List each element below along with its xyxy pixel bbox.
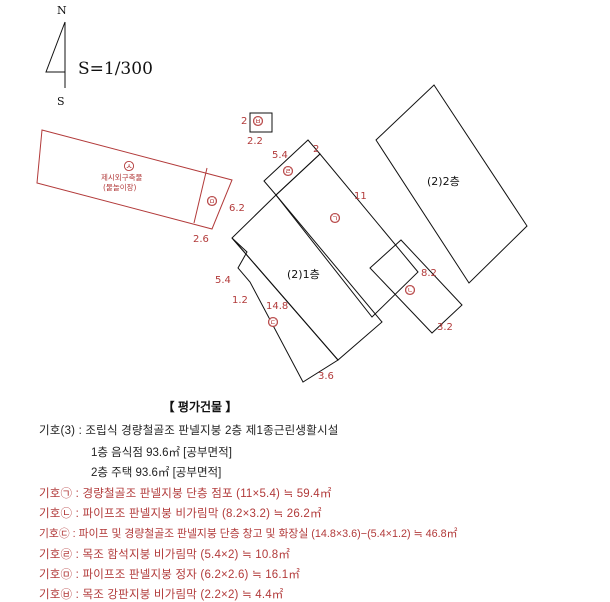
legend-row-a: 기호㉠ : 경량철골조 판넬지붕 단층 점포 (11×5.4) ≒ 59.4㎡ [39,488,332,500]
site-plan-drawing: N S S=1/300 (2)2층 (2)1층 제시외구축물 (물놀이장) ㅅ … [36,4,528,383]
legend-row-b: 기호㉡ : 파이프조 판넬지붕 비가림막 (8.2×3.2) ≒ 26.2㎡ [39,508,322,520]
pavilion-divider [193,167,208,224]
label-first-floor: (2)1층 [287,268,320,281]
structure-f-outline [249,112,273,133]
pool-note-line1: 제시외구축물 [101,172,142,182]
structure-c-outline [231,237,339,383]
dim-6-2: 6.2 [229,203,245,214]
legend-row-f: 기호㉥ : 목조 강판지붕 비가림막 (2.2×2) ≒ 4.4㎡ [39,589,284,601]
dim-3-6: 3.6 [318,371,334,382]
pool-note-line2: (물놀이장) [103,182,137,192]
svg-text:㉡: ㉡ [406,286,414,295]
legend-title: 【 평가건물 】 [162,400,238,414]
svg-text:ㅅ: ㅅ [125,162,132,171]
north-label: N [57,4,67,17]
legend-row-floor2: 2층 주택 93.6㎡ [공부면적] [91,467,222,479]
legend-row-floor1: 1층 음식점 93.6㎡ [공부면적] [91,447,232,459]
marker-c: ㉢ [267,316,279,328]
dim-2-side: 2 [241,116,247,127]
scale-label: S=1/300 [78,59,153,79]
svg-text:㉣: ㉣ [284,167,292,176]
svg-text:㉤: ㉤ [208,197,216,206]
dim-14-8: 14.8 [266,301,288,312]
legend-row-d: 기호㉣ : 목조 함석지붕 비가림막 (5.4×2) ≒ 10.8㎡ [39,549,291,561]
marker-f: ㉥ [252,115,264,127]
dim-1-2: 1.2 [232,295,248,306]
marker-d: ㉣ [282,165,294,177]
dim-8-2: 8.2 [421,268,437,279]
dim-5-4-top: 5.4 [272,150,288,161]
svg-text:㉢: ㉢ [269,318,277,327]
marker-e: ㉤ [206,195,218,207]
label-second-floor: (2)2층 [427,175,460,188]
structure-b-outline [369,239,463,334]
dim-2-6: 2.6 [193,234,209,245]
dim-5-4-left: 5.4 [215,275,231,286]
structure-d-outline [263,139,321,196]
marker-b: ㉡ [404,284,416,296]
svg-text:㉥: ㉥ [254,117,262,126]
dim-2-2: 2.2 [247,136,263,147]
north-arrow-icon [45,21,66,88]
structure-a-outline [275,153,419,318]
dim-3-2: 3.2 [437,322,453,333]
svg-text:㉠: ㉠ [331,214,339,223]
legend-row-main: 기호(3) : 조립식 경량철골조 판넬지붕 2층 제1종근린생활시설 [39,425,339,437]
marker-s: ㅅ [123,160,135,172]
building-second-floor-outline [375,84,528,284]
south-label: S [57,95,65,108]
legend-row-e: 기호㉤ : 파이프조 판넬지붕 정자 (6.2×2.6) ≒ 16.1㎡ [39,569,301,581]
pool-structure-outline [36,129,233,230]
legend-row-c: 기호㉢ : 파이프 및 경량철골조 판넬지붕 단층 창고 및 화장실 (14.8… [39,528,458,540]
dim-2-top: 2 [313,144,319,155]
marker-a: ㉠ [329,212,341,224]
dim-11: 11 [354,191,367,202]
